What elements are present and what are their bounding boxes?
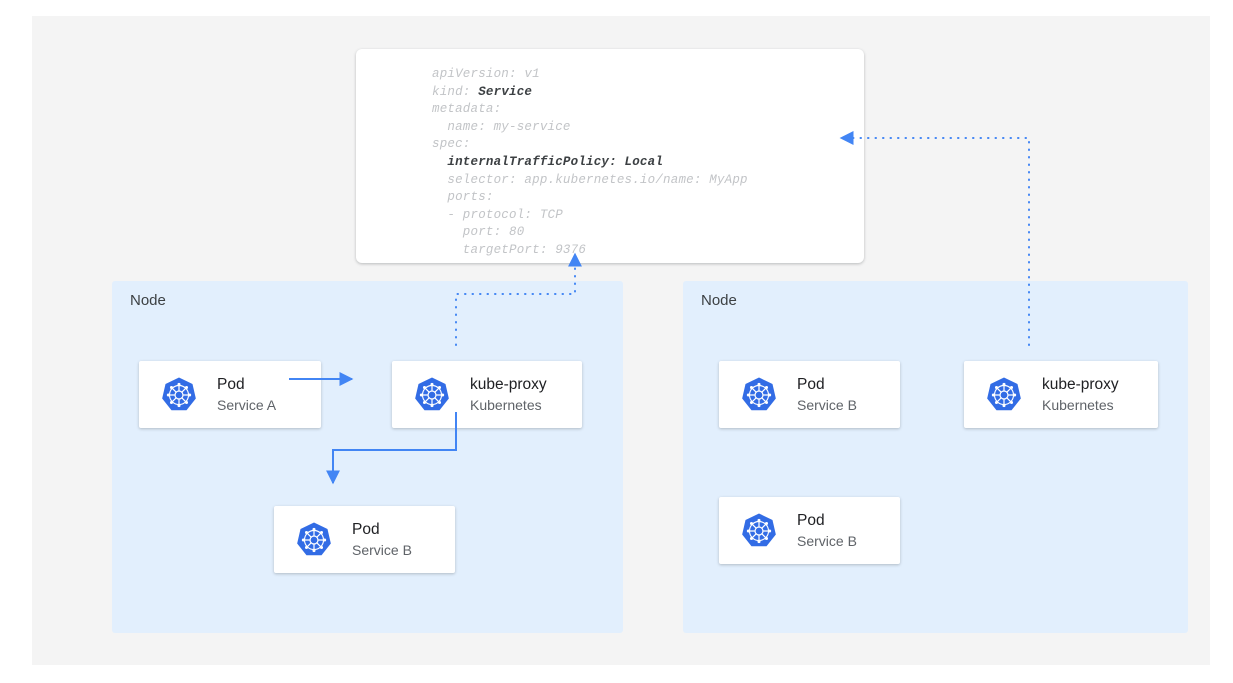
kubernetes-icon [740,376,778,414]
node-label: Node [701,292,737,309]
card-pod-service-b-right-bottom[interactable]: Pod Service B [719,497,900,564]
card-title: kube-proxy [470,375,547,393]
node-label: Node [130,292,166,309]
card-kube-proxy-left[interactable]: kube-proxy Kubernetes [392,361,582,428]
kubernetes-icon [160,376,198,414]
connector-kube-proxy-right-to-service [839,131,1030,346]
connector-kube-proxy-to-pod-b [326,412,457,485]
card-kube-proxy-right[interactable]: kube-proxy Kubernetes [964,361,1158,428]
card-subtitle: Service B [797,396,857,413]
card-pod-service-a[interactable]: Pod Service A [139,361,321,428]
kubernetes-icon [295,521,333,559]
kubernetes-icon [740,512,778,550]
kubernetes-icon [413,376,451,414]
card-pod-service-b-left[interactable]: Pod Service B [274,506,455,573]
card-subtitle: Kubernetes [470,396,542,413]
card-subtitle: Kubernetes [1042,396,1114,413]
card-title: kube-proxy [1042,375,1119,393]
card-subtitle: Service A [217,396,277,413]
kubernetes-icon [985,376,1023,414]
node-panel-right: Node [683,281,1188,633]
node-panel-left: Node [112,281,623,633]
card-subtitle: Service B [352,541,412,558]
card-title: Pod [797,511,825,529]
card-subtitle: Service B [797,532,857,549]
card-title: Pod [797,375,825,393]
connector-kube-proxy-left-to-service [455,252,582,346]
card-pod-service-b-right-top[interactable]: Pod Service B [719,361,900,428]
card-title: Pod [352,520,380,538]
card-title: Pod [217,375,245,393]
